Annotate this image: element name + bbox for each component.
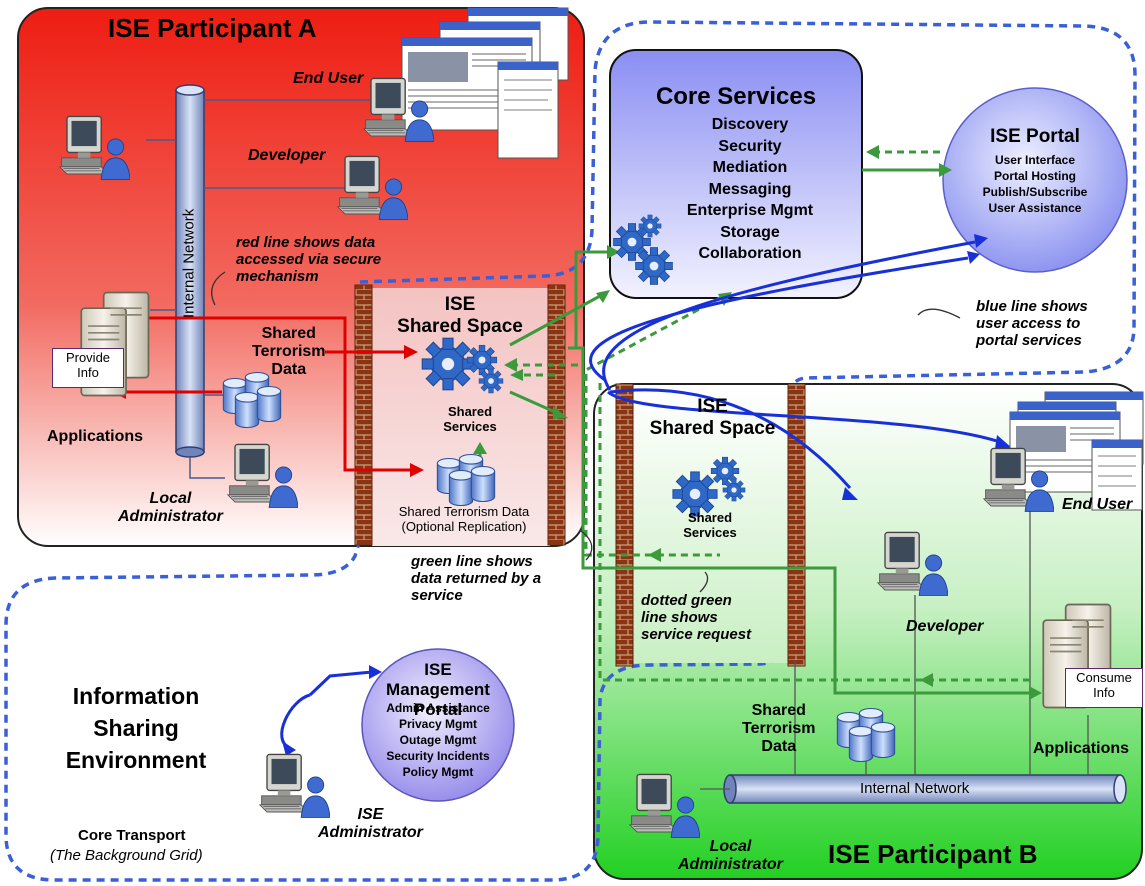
end-user-b-label: End User [1062,496,1133,513]
green-arrowheads [473,163,1042,700]
shared-space-a-title: ISE Shared Space [397,294,523,337]
portal-item: Portal Hosting [993,169,1076,183]
applications-b-label: Applications [1033,740,1130,757]
note-pointers [211,271,961,593]
portal-item: User Interface [994,153,1076,167]
green-line-note: green line shows data returned by a serv… [411,553,542,604]
core-service-item: Collaboration [698,245,802,262]
background-grid-label: (The Background Grid) [50,847,203,864]
shared-space-b-wall-right [787,383,806,667]
management-portal-list: Admin Assistance Privacy Mgmt Outage Mgm… [373,700,503,780]
core-transport-label: Core Transport [78,827,186,844]
end-user-a-label: End User [293,70,364,87]
red-line-note: red line shows data accessed via secure … [236,234,382,285]
core-service-item: Mediation [712,159,788,176]
developer-b-label: Developer [906,618,984,635]
blue-lines [280,240,1001,750]
local-admin-b-label: Local Administrator [678,838,783,873]
dotted-line-note: dotted green line shows service request [641,592,752,643]
environment-boundary-lower [4,539,792,882]
shared-services-a-label: Shared Services [443,404,497,434]
core-service-item: Enterprise Mgmt [686,202,814,219]
internal-network-b-pipe [723,774,1127,804]
management-item: Policy Mgmt [402,765,474,779]
participant-b-title: ISE Participant B [828,839,1038,869]
portal-item: Publish/Subscribe [982,185,1088,199]
participant-a-title: ISE Participant A [108,13,317,43]
replication-label: Shared Terrorism Data (Optional Replicat… [398,504,530,534]
developer-a-label: Developer [248,147,326,164]
ise-portal-title: ISE Portal [990,126,1080,147]
core-service-item: Discovery [711,116,789,133]
shared-space-b-wall-left [615,383,634,667]
shared-data-b-label: Shared Terrorism Data [742,702,816,755]
browser-windows-b-icon [1009,391,1144,511]
management-portal-circle [361,648,515,802]
portal-item: User Assistance [988,201,1082,215]
shared-services-b-label: Shared Services [683,510,737,540]
core-services-title: Core Services [655,83,817,110]
green-dotted-lines [510,150,1030,682]
environment-title: Information Sharing Environment [65,683,207,773]
ise-admin-label: ISE Administrator [318,806,423,841]
shared-space-b [633,388,788,663]
management-item: Admin Assistance [386,701,490,715]
internal-network-a-label: Internal Network [180,208,198,319]
ise-portal-circle [942,87,1128,273]
internal-network-b-label: Internal Network [860,780,970,797]
shared-services-gear-icon [421,337,475,391]
core-service-item: Storage [720,223,780,241]
ise-shared-boundary-upper [359,20,1137,397]
shared-space-b-title: ISE Shared Space [649,396,776,439]
ise-portal-list: User Interface Portal Hosting Publish/Su… [960,152,1110,216]
blue-arrowheads [282,234,1012,756]
management-item: Privacy Mgmt [398,717,478,731]
consume-info-box: Consume Info [1065,668,1143,708]
local-admin-a-label: Local Administrator [118,490,223,525]
management-portal-title: ISE Management Portal [386,660,490,719]
core-services-list: Discovery Security Mediation Messaging E… [650,114,850,265]
shared-services-b-gear-tiny-icon [722,478,746,502]
management-item: Security Incidents [386,749,490,763]
provide-info-box: Provide Info [52,348,124,388]
blue-line-note: blue line shows user access to portal se… [976,298,1088,349]
applications-a-label: Applications [47,428,144,445]
shared-space-a-wall-left [354,284,373,546]
core-service-item: Security [718,137,782,155]
shared-services-gear-tiny-icon [478,368,504,394]
core-service-item: Messaging [708,180,792,198]
red-lines [125,316,412,472]
management-item: Outage Mgmt [399,733,477,747]
shared-data-a-label: Shared Terrorism Data [252,325,326,378]
